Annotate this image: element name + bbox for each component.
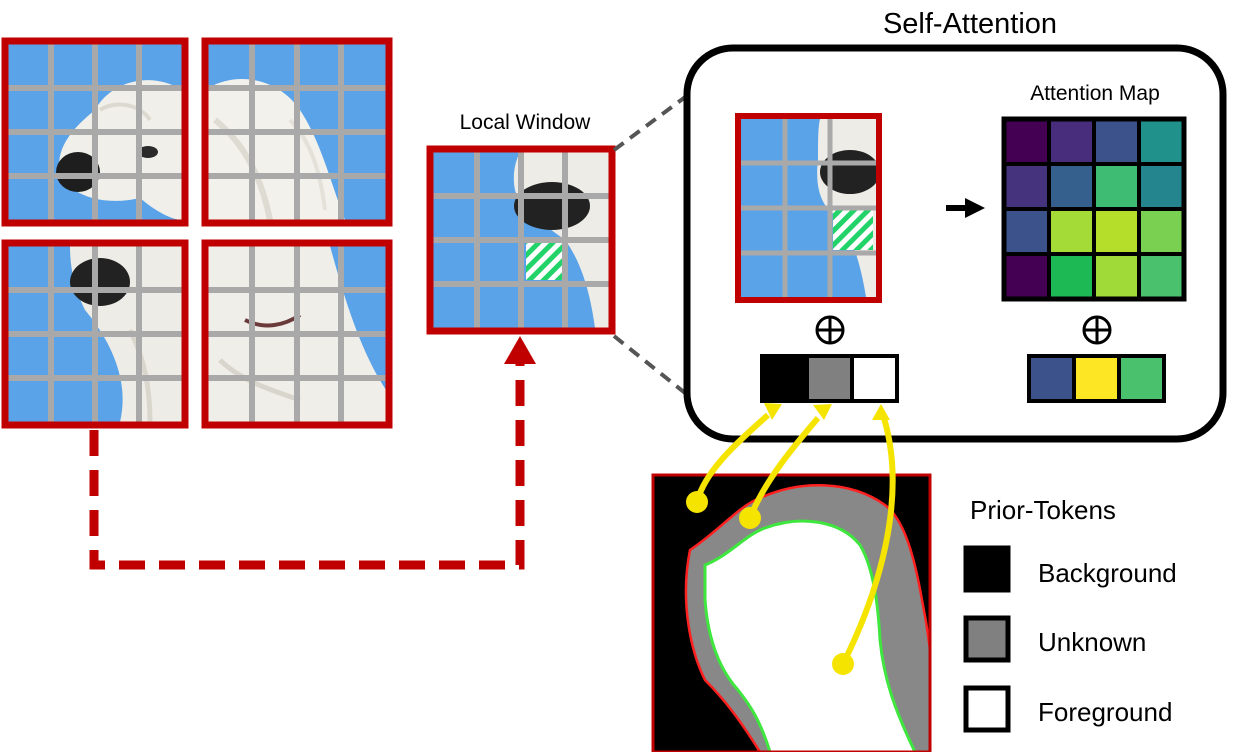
prior-token-legend [963, 545, 1011, 733]
attention-map-cell [1137, 252, 1186, 301]
query-token-highlight [526, 240, 566, 280]
local-window [426, 145, 616, 335]
legend-swatch-background [963, 545, 1011, 593]
attention-map-cell [1092, 252, 1141, 301]
arrow-head-icon [504, 336, 536, 364]
image-patch-top-right [201, 37, 393, 227]
self-attention-title: Self-Attention [882, 8, 1058, 40]
attention-token-row [1027, 354, 1166, 403]
attention-map-cell [1002, 117, 1051, 166]
legend-swatch-unknown [963, 615, 1011, 663]
image-patch-bottom-right [201, 239, 393, 429]
attention-map-cell [1047, 162, 1096, 211]
attention-token-cell [1027, 354, 1076, 403]
plus-circle-icon [815, 315, 845, 345]
attention-map-cell [1137, 207, 1186, 256]
attention-token-cell [1117, 354, 1166, 403]
plus-circle-icon [1082, 315, 1112, 345]
attention-map-label: Attention Map [1030, 82, 1160, 105]
attention-map-cell [1047, 117, 1096, 166]
legend-swatch-foreground [963, 685, 1011, 733]
legend-label-foreground: Foreground [1038, 697, 1173, 727]
attention-map-cell [1002, 162, 1051, 211]
attention-map-cell [1092, 207, 1141, 256]
attention-map-cell [1047, 252, 1096, 301]
prior-token-cell [805, 354, 854, 403]
attention-map-cell [1137, 117, 1186, 166]
prior-token-row [760, 354, 899, 403]
image-patch-bottom-left [1, 239, 189, 429]
attention-map-cell [1137, 162, 1186, 211]
attention-map-cell [1002, 207, 1051, 256]
legend-label-unknown: Unknown [1038, 627, 1147, 657]
attention-map-cell [1002, 252, 1051, 301]
attention-map-cell [1047, 207, 1096, 256]
self-attention-window [735, 113, 882, 303]
legend-label-background: Background [1038, 558, 1177, 588]
trimap-image [651, 473, 932, 752]
prior-token-cell [850, 354, 899, 403]
attention-token-cell [1072, 354, 1121, 403]
prior-token-cell [760, 354, 809, 403]
right-arrow-icon [946, 198, 985, 218]
attention-map-border [1001, 116, 1187, 302]
attention-map [1002, 117, 1186, 301]
image-patch-top-left [1, 37, 189, 227]
prior-token-arrowheads [686, 403, 890, 675]
attention-map-cell [1092, 117, 1141, 166]
prior-tokens-title: Prior-Tokens [970, 495, 1116, 525]
window-selection-arrow [89, 336, 536, 570]
local-window-label: Local Window [459, 111, 591, 134]
attention-map-cell [1092, 162, 1141, 211]
